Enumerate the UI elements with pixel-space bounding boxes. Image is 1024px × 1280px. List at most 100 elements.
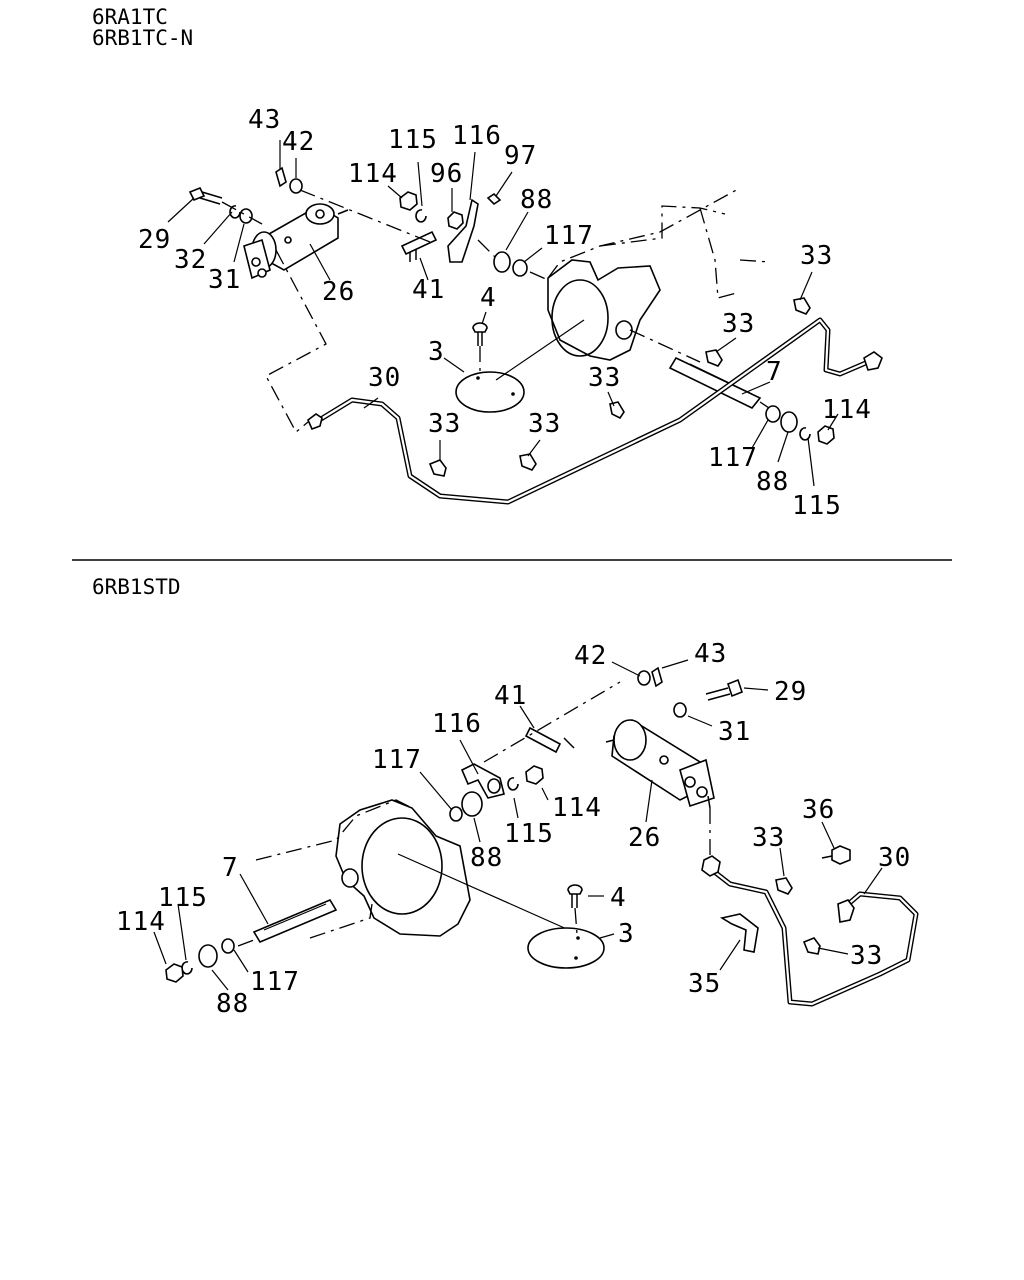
pipe-clip-lower-1 bbox=[775, 877, 793, 895]
callout: 117 bbox=[708, 443, 758, 473]
bolt-4 bbox=[472, 322, 488, 333]
callout: 97 bbox=[504, 141, 537, 171]
callout: 88 bbox=[520, 185, 553, 215]
nut-114-right bbox=[817, 425, 835, 445]
callout: 33 bbox=[588, 363, 621, 393]
hydraulic-pipe-30-lower bbox=[709, 867, 919, 1007]
release-fork-shaft-2 bbox=[252, 898, 338, 944]
callout: 26 bbox=[322, 277, 355, 307]
bushing-96 bbox=[447, 211, 464, 230]
callout: 42 bbox=[574, 641, 607, 671]
callout: 33 bbox=[722, 309, 755, 339]
clip-115-lower-left bbox=[181, 961, 193, 975]
callout: 41 bbox=[494, 681, 527, 711]
bracket-116-lower bbox=[460, 763, 505, 799]
section-2-title: 6RB1STD bbox=[92, 575, 181, 599]
callout: 33 bbox=[528, 409, 561, 439]
washer-88-right bbox=[780, 411, 798, 433]
washer-117-lower bbox=[449, 806, 463, 822]
callout: 115 bbox=[388, 125, 438, 155]
washer-31-lower bbox=[673, 702, 687, 718]
callout: 3 bbox=[618, 919, 635, 949]
callout: 36 bbox=[802, 795, 835, 825]
bolt-97 bbox=[486, 192, 502, 206]
washer-117-right bbox=[765, 405, 781, 423]
pin-43 bbox=[275, 166, 287, 188]
pipe-end-fitting-right bbox=[863, 351, 883, 371]
washer-42 bbox=[289, 178, 303, 194]
pipe-clip-lower-2 bbox=[802, 937, 821, 955]
section-1-title-2: 6RB1TC-N bbox=[92, 26, 193, 50]
callout: 3 bbox=[428, 337, 445, 367]
callout: 30 bbox=[368, 363, 401, 393]
callout: 88 bbox=[470, 843, 503, 873]
callout: 88 bbox=[216, 989, 249, 1019]
bolt-29 bbox=[188, 186, 206, 202]
bracket-35 bbox=[719, 913, 759, 953]
callout: 31 bbox=[718, 717, 751, 747]
pipe-clip-3 bbox=[609, 401, 625, 420]
callout: 4 bbox=[610, 883, 627, 913]
section-1-callouts: 43 42 115 116 97 114 96 88 117 29 32 31 … bbox=[138, 105, 872, 521]
section-1-title-1: 6RA1TC bbox=[92, 5, 168, 29]
pipe-clip-1 bbox=[428, 459, 447, 477]
callout: 29 bbox=[774, 677, 807, 707]
washer-31 bbox=[239, 208, 253, 224]
section-1-drawing bbox=[167, 140, 883, 505]
pipe-end-fitting-left bbox=[307, 413, 323, 431]
callout: 117 bbox=[372, 745, 422, 775]
callout: 29 bbox=[138, 225, 171, 255]
slave-cylinder bbox=[243, 203, 349, 280]
callout: 26 bbox=[628, 823, 661, 853]
push-rod bbox=[400, 230, 438, 256]
bolt-36 bbox=[831, 845, 851, 865]
callout: 43 bbox=[248, 105, 281, 135]
callout: 33 bbox=[850, 941, 883, 971]
section-2-drawing bbox=[153, 659, 919, 1007]
nut-114-lower-left bbox=[165, 963, 184, 983]
cover-plate-2 bbox=[527, 927, 605, 969]
housing-port bbox=[615, 320, 633, 340]
callout: 117 bbox=[250, 967, 300, 997]
callout: 4 bbox=[480, 283, 497, 313]
cover-plate bbox=[455, 371, 525, 413]
housing-port-2 bbox=[341, 868, 359, 888]
washer-88-top bbox=[493, 251, 511, 273]
callout: 114 bbox=[822, 395, 872, 425]
callout: 7 bbox=[222, 853, 239, 883]
callout: 115 bbox=[158, 883, 208, 913]
bell-housing-opening bbox=[551, 279, 609, 357]
callout: 114 bbox=[552, 793, 602, 823]
pin-43-lower bbox=[651, 666, 663, 688]
callout: 31 bbox=[208, 265, 241, 295]
clip-115-lower bbox=[507, 777, 519, 791]
callout: 32 bbox=[174, 245, 207, 275]
pipe-fitting-end bbox=[837, 899, 855, 923]
pipe-clip-5 bbox=[793, 297, 811, 315]
callout: 33 bbox=[752, 823, 785, 853]
callout: 35 bbox=[688, 969, 721, 999]
washer-117-top bbox=[512, 259, 528, 277]
callout: 42 bbox=[282, 127, 315, 157]
clip-32 bbox=[229, 205, 241, 219]
bell-housing-opening-2 bbox=[361, 817, 443, 915]
nut-114-lower bbox=[525, 765, 544, 785]
callout: 33 bbox=[428, 409, 461, 439]
callout: 30 bbox=[878, 843, 911, 873]
pipe-clip-2 bbox=[519, 453, 537, 471]
callout: 116 bbox=[452, 121, 502, 151]
clip-115-top bbox=[415, 209, 427, 223]
callout: 41 bbox=[412, 275, 445, 305]
clip-115-right bbox=[799, 427, 811, 441]
push-rod-2 bbox=[524, 726, 562, 754]
bracket-116 bbox=[447, 198, 479, 263]
washer-88-lower bbox=[461, 791, 483, 817]
pipe-fitting-upper bbox=[701, 855, 721, 877]
callout: 115 bbox=[504, 819, 554, 849]
callout: 88 bbox=[756, 467, 789, 497]
section-2-callouts: 42 43 29 41 31 116 117 114 115 26 88 36 … bbox=[116, 639, 911, 1019]
washer-88-lower-left bbox=[198, 944, 218, 968]
callout: 114 bbox=[348, 159, 398, 189]
callout: 7 bbox=[766, 357, 783, 387]
